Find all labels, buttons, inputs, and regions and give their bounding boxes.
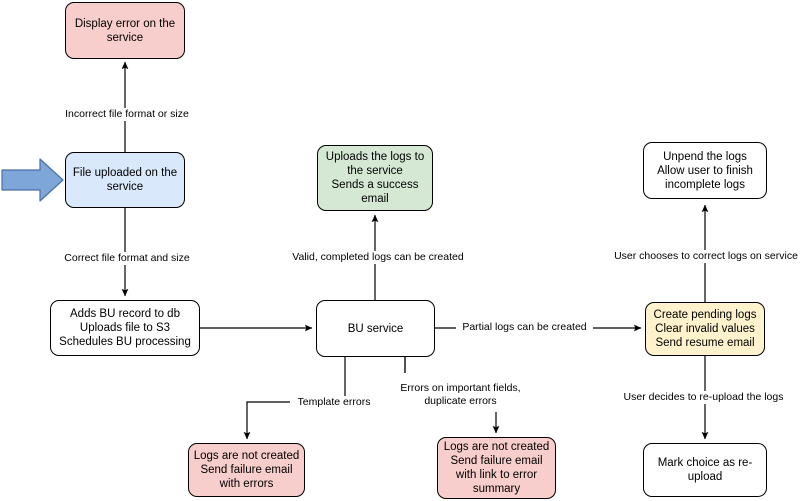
edge-label-user-decides-to-re-upload-the-logs: User decides to re-upload the logs bbox=[617, 391, 790, 404]
edge-label-correct-file-format-and-size: Correct file format and size bbox=[58, 252, 196, 265]
node-unpend-the-logs[interactable]: Unpend the logs Allow user to finish inc… bbox=[643, 142, 767, 199]
node-logs-not-created-with-errors[interactable]: Logs are not created Send failure email … bbox=[188, 443, 305, 497]
edge-label-errors-on-important-fields: Errors on important fields, duplicate er… bbox=[390, 382, 531, 408]
node-adds-bu-record-to-db[interactable]: Adds BU record to db Uploads file to S3 … bbox=[50, 300, 200, 356]
node-logs-not-created-with-error-summary[interactable]: Logs are not created Send failure email … bbox=[437, 437, 556, 499]
entry-arrow-icon bbox=[1, 158, 64, 202]
node-create-pending-logs[interactable]: Create pending logs Clear invalid values… bbox=[645, 302, 765, 356]
node-mark-choice-as-re-upload[interactable]: Mark choice as re- upload bbox=[643, 443, 767, 497]
edge-label-template-errors: Template errors bbox=[290, 396, 378, 409]
node-display-error[interactable]: Display error on the service bbox=[65, 2, 185, 59]
edge-label-partial-logs-can-be-created: Partial logs can be created bbox=[456, 321, 593, 334]
node-uploads-the-logs-to-the-service[interactable]: Uploads the logs to the service Sends a … bbox=[317, 145, 433, 211]
edge-label-incorrect-file-format-or-size: Incorrect file format or size bbox=[57, 108, 197, 121]
node-bu-service[interactable]: BU service bbox=[316, 300, 435, 357]
edge-label-valid-completed-logs-can-be-created: Valid, completed logs can be created bbox=[283, 251, 473, 264]
edge-label-user-chooses-to-correct-logs-on-service: User chooses to correct logs on service bbox=[607, 250, 801, 263]
node-file-uploaded-on-the-service[interactable]: File uploaded on the service bbox=[65, 152, 185, 208]
